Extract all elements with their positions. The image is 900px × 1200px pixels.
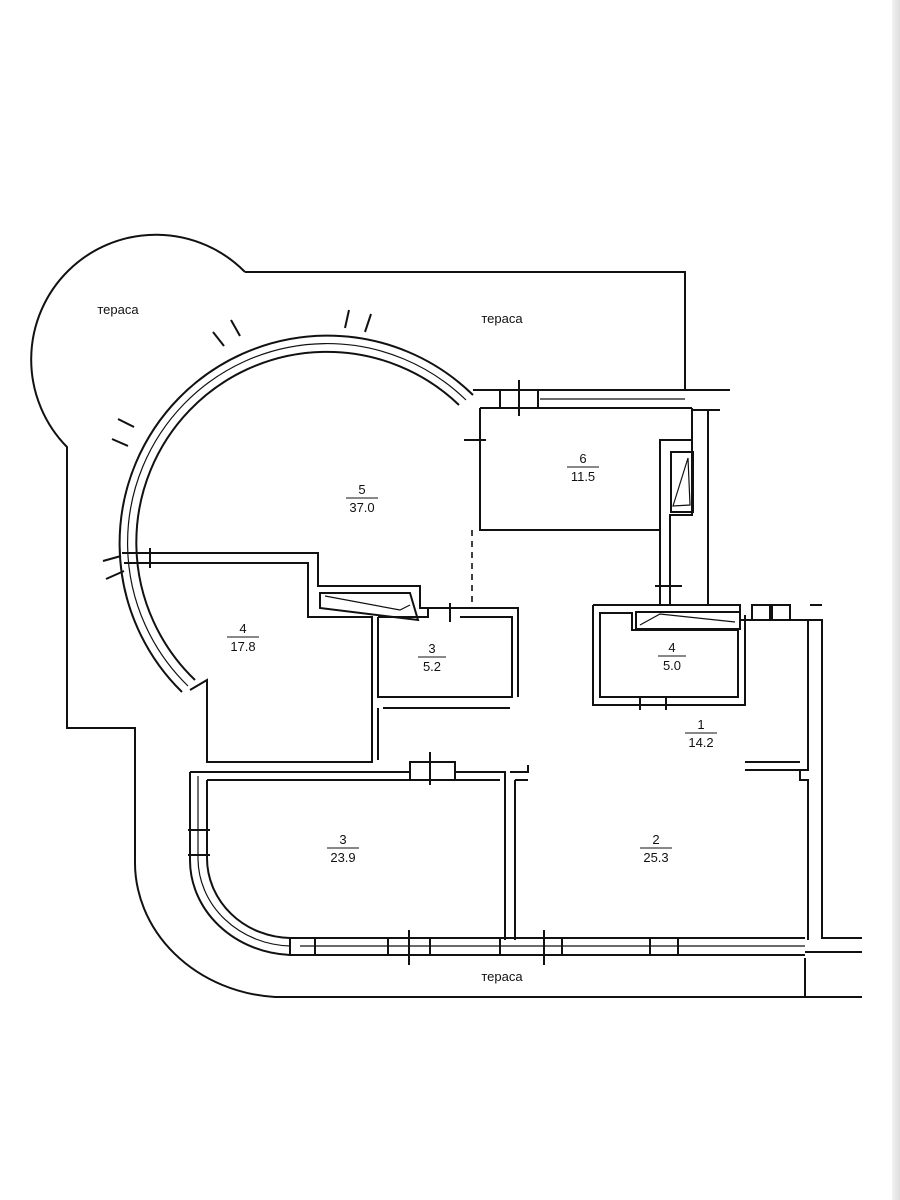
room-3-large-door <box>409 761 456 781</box>
room-area: 5.2 <box>423 659 441 674</box>
room-3-large-curve-outer <box>188 772 291 956</box>
room-label-5: 5 37.0 <box>346 482 378 515</box>
room-6-shaft <box>670 451 694 513</box>
room-label-6: 6 11.5 <box>567 451 599 484</box>
room-2-walls <box>515 769 809 940</box>
screen-edge <box>892 0 900 1200</box>
room-number: 1 <box>697 717 704 732</box>
room-number: 3 <box>339 832 346 847</box>
room-4-left-shaft <box>319 592 420 622</box>
room-number: 3 <box>428 641 435 656</box>
room-area: 23.9 <box>330 850 355 865</box>
room-number: 6 <box>579 451 586 466</box>
room-label-1: 1 14.2 <box>685 717 717 750</box>
room-number: 5 <box>358 482 365 497</box>
room-number: 4 <box>668 640 675 655</box>
top-window-strip <box>473 380 730 416</box>
terrace-label-top-left: тераса <box>97 302 139 317</box>
room-label-2: 2 25.3 <box>640 832 672 865</box>
room-area: 14.2 <box>688 735 713 750</box>
room-6-shaft-fill <box>672 457 691 507</box>
terrace-outline <box>30 233 862 998</box>
arc-window-marks <box>102 309 372 580</box>
room-label-3-large: 3 23.9 <box>327 832 359 865</box>
column-a <box>751 604 771 621</box>
room-3-large-walls <box>190 765 529 940</box>
room-area: 5.0 <box>663 658 681 673</box>
room-4-small-shelf-hatch <box>639 613 736 626</box>
corridor-walls <box>655 530 682 605</box>
room-5-arc-outer <box>118 334 474 693</box>
room-label-3-small: 3 5.2 <box>418 641 446 674</box>
room-4-left-walls <box>122 552 519 763</box>
bottom-window-band <box>289 930 805 965</box>
room-area: 17.8 <box>230 639 255 654</box>
right-outer-wall <box>692 409 862 953</box>
room-1-walls <box>745 620 809 781</box>
terrace-label-bottom: тераса <box>481 969 523 984</box>
room-area: 11.5 <box>571 469 595 484</box>
room-area: 25.3 <box>643 850 668 865</box>
room-4-left-shaft-hatch <box>324 595 411 611</box>
hall-wall <box>377 707 510 760</box>
room-label-4-left: 4 17.8 <box>227 621 259 654</box>
room-area: 37.0 <box>349 500 374 515</box>
room-5-arc-glazing <box>126 342 467 687</box>
room-3-small-walls <box>377 608 513 698</box>
room-5-arc-inner <box>135 350 460 681</box>
room-number: 4 <box>239 621 246 636</box>
room-4-small-shelf <box>635 611 741 630</box>
room-3-large-curve-glazing <box>197 776 291 947</box>
terrace-label-top-right: тераса <box>481 311 523 326</box>
room-label-4-small: 4 5.0 <box>658 640 686 673</box>
room-number: 2 <box>652 832 659 847</box>
column-b <box>771 604 791 621</box>
room-3-large-curve-inner <box>206 780 291 939</box>
